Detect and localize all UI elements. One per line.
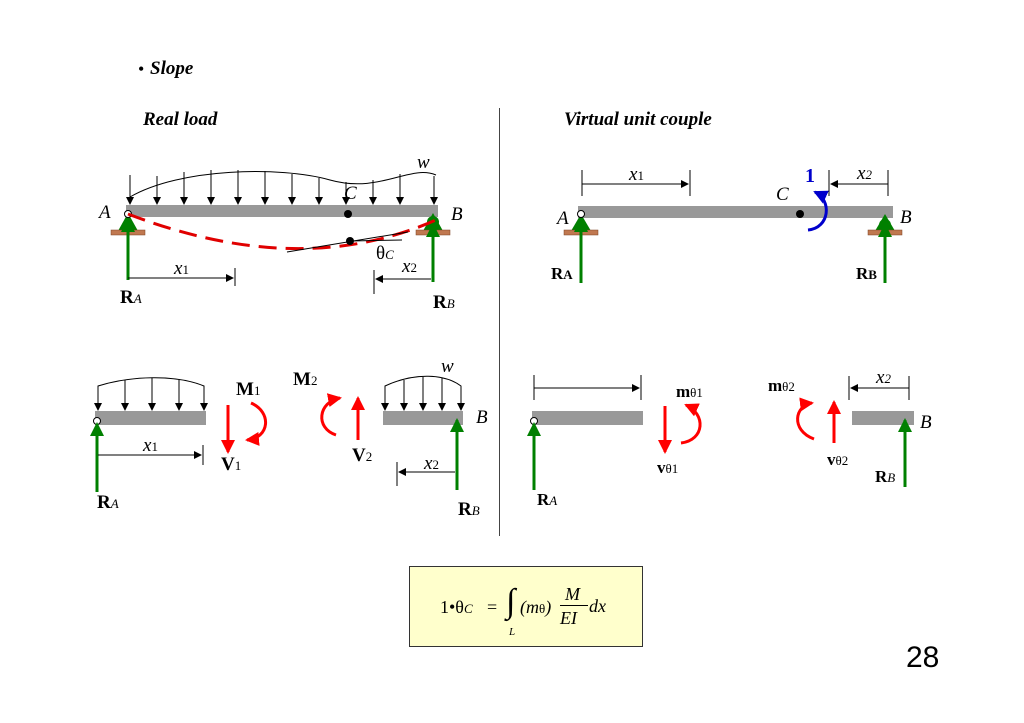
beam-ab-virtual bbox=[578, 206, 893, 218]
label-x1: x1 bbox=[143, 435, 158, 456]
real-load-beam-diagram bbox=[110, 170, 451, 294]
label-c: C bbox=[776, 184, 789, 205]
unit-couple-arc bbox=[807, 190, 829, 232]
label-x1: x1 bbox=[174, 258, 189, 279]
label-ra: RA bbox=[537, 490, 558, 509]
distributed-load-arrows bbox=[126, 170, 438, 205]
label-b: B bbox=[476, 407, 488, 428]
virtual-beam-diagram bbox=[563, 170, 903, 283]
label-ra: RA bbox=[97, 492, 119, 513]
label-x1: x1 bbox=[629, 164, 644, 185]
formula-equals: = bbox=[487, 597, 498, 617]
fraction-bar bbox=[560, 605, 588, 606]
beam-segment-1-virtual bbox=[532, 411, 643, 425]
label-c: C bbox=[344, 183, 357, 204]
integral-limit: L bbox=[509, 626, 516, 638]
moment-m2-arc bbox=[320, 393, 342, 437]
label-v-theta1: vθ1 bbox=[657, 458, 679, 477]
right-panel-title: Virtual unit couple bbox=[564, 109, 712, 130]
virtual-work-formula: 1•θC = ∫ L (mθ) M EI dx bbox=[409, 566, 643, 647]
panel-divider bbox=[499, 108, 500, 536]
label-unit-couple: 1 bbox=[805, 165, 815, 187]
point-c-marker bbox=[344, 210, 352, 218]
beam-ab bbox=[126, 205, 438, 217]
label-x2: x2 bbox=[876, 367, 891, 388]
label-v-theta2: vθ2 bbox=[827, 450, 849, 469]
label-rb: RB bbox=[433, 292, 455, 313]
label-v1: V1 bbox=[221, 454, 242, 475]
formula-m-theta: (mθ) bbox=[520, 597, 552, 617]
label-m-theta2: mθ2 bbox=[768, 376, 795, 395]
real-segment-2-diagram bbox=[320, 375, 465, 490]
tangent-line bbox=[286, 231, 409, 253]
label-x2: x2 bbox=[424, 453, 439, 474]
point-c-marker bbox=[796, 210, 804, 218]
label-m2: M2 bbox=[293, 369, 318, 390]
label-rb: RB bbox=[856, 264, 877, 283]
formula-dx: dx bbox=[589, 596, 606, 616]
moment-m1-arc bbox=[245, 401, 268, 446]
moment-m-theta2-arc bbox=[796, 397, 815, 441]
label-b: B bbox=[451, 204, 463, 225]
label-rb: RB bbox=[875, 467, 896, 486]
moment-m-theta1-arc bbox=[680, 403, 702, 445]
virtual-segment-1-diagram bbox=[527, 375, 702, 490]
label-m-theta1: mθ1 bbox=[676, 382, 703, 401]
label-v2: V2 bbox=[352, 445, 373, 466]
formula-numerator: M bbox=[565, 584, 580, 604]
label-x2: x2 bbox=[857, 163, 872, 184]
label-w: w bbox=[417, 152, 430, 173]
beam-segment-1 bbox=[95, 411, 206, 425]
real-segment-1-diagram bbox=[90, 377, 268, 492]
label-rb: RB bbox=[458, 499, 480, 520]
page-number: 28 bbox=[906, 641, 940, 674]
left-panel-title: Real load bbox=[143, 109, 218, 130]
label-a: A bbox=[99, 202, 111, 223]
label-m1: M1 bbox=[236, 379, 261, 400]
label-ra: RA bbox=[120, 287, 142, 308]
formula-denominator: EI bbox=[560, 608, 577, 628]
label-ra: RA bbox=[551, 264, 573, 283]
slide-heading: Slope bbox=[150, 58, 194, 79]
bullet-icon: • bbox=[138, 59, 145, 79]
distributed-load-curve bbox=[129, 171, 437, 198]
label-w: w bbox=[441, 356, 454, 377]
label-b: B bbox=[900, 207, 912, 228]
formula-lhs: 1•θC bbox=[440, 597, 473, 617]
label-theta-c: θC bbox=[376, 243, 394, 264]
label-a: A bbox=[557, 208, 569, 229]
integral-icon: ∫ bbox=[506, 583, 516, 620]
label-b: B bbox=[920, 412, 932, 433]
virtual-segment-2-diagram bbox=[796, 376, 914, 487]
label-x2: x2 bbox=[402, 256, 417, 277]
beam-segment-2 bbox=[383, 411, 463, 425]
